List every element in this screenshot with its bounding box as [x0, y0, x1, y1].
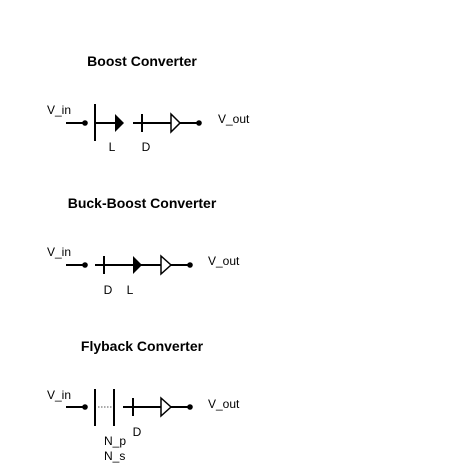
flyback-converter: Flyback Converter V_in V_out D N_p N_s: [47, 338, 240, 463]
buck-boost-converter: Buck-Boost Converter V_in V_out D L: [47, 195, 240, 297]
flyback-output-node: [187, 404, 193, 410]
flyback-np-label: N_p: [104, 434, 126, 448]
flyback-input-node: [82, 404, 88, 410]
flyback-diode-triangle: [160, 396, 173, 418]
boost-d-label: D: [142, 140, 151, 154]
buck-boost-inductor-arrow: [133, 256, 142, 274]
flyback-ns-label: N_s: [104, 449, 125, 463]
buck-boost-vout-label: V_out: [208, 254, 240, 268]
boost-title: Boost Converter: [87, 53, 197, 69]
buck-boost-d-label: D: [104, 283, 113, 297]
buck-boost-input-node: [82, 262, 88, 268]
boost-diode-triangle: [170, 112, 182, 134]
buck-boost-l-label: L: [127, 283, 134, 297]
buck-boost-output-node: [187, 262, 193, 268]
boost-converter: Boost Converter V_in V_out L D: [47, 53, 250, 154]
boost-output-node: [196, 120, 202, 126]
buck-boost-vin-label: V_in: [47, 245, 71, 259]
boost-vout-label: V_out: [218, 112, 250, 126]
buck-boost-title: Buck-Boost Converter: [68, 195, 217, 211]
boost-vin-label: V_in: [47, 103, 71, 117]
boost-input-node: [82, 120, 88, 126]
flyback-vout-label: V_out: [208, 397, 240, 411]
flyback-d-label: D: [133, 425, 142, 439]
flyback-title: Flyback Converter: [81, 338, 204, 354]
boost-l-label: L: [109, 140, 116, 154]
buck-boost-diode-triangle: [160, 254, 173, 276]
boost-inductor-arrow: [115, 114, 124, 132]
flyback-vin-label: V_in: [47, 388, 71, 402]
